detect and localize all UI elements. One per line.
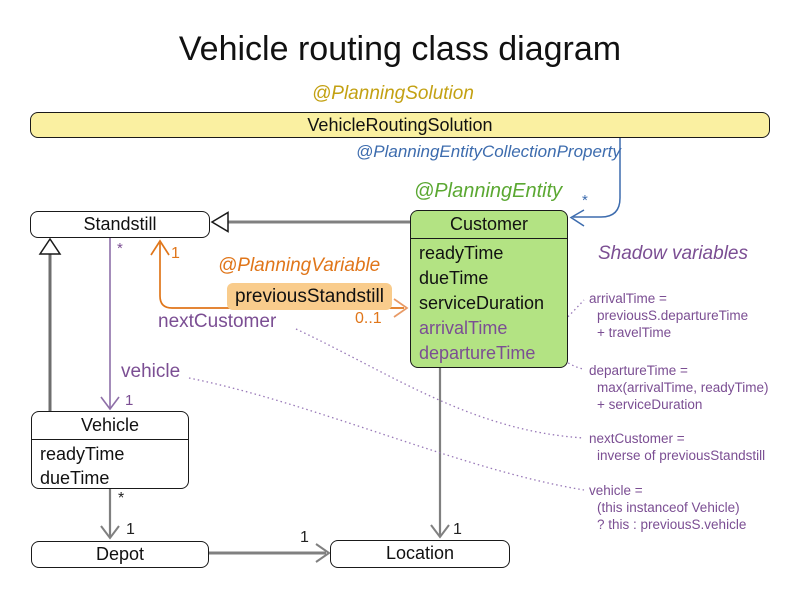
- arrival-time-note: arrivalTime = previousS.departureTime + …: [589, 290, 748, 341]
- class-name: Depot: [95, 544, 145, 564]
- class-depot: Depot: [31, 541, 209, 568]
- departure-time-note: departureTime = max(arrivalTime, readyTi…: [589, 362, 769, 413]
- multiplicity-vehicle-depot-star: *: [118, 490, 125, 507]
- note-head: arrivalTime =: [589, 291, 667, 306]
- class-name: Customer: [411, 211, 567, 239]
- class-location: Location: [330, 540, 510, 568]
- multiplicity-depot-location-one: 1: [300, 529, 309, 546]
- attribute: dueTime: [419, 268, 489, 288]
- diagram-title: Vehicle routing class diagram: [178, 30, 622, 68]
- shadow-variables-header: Shadow variables: [598, 243, 748, 264]
- shadow-attribute: departureTime: [419, 343, 536, 363]
- previous-standstill-label: previousStandstill: [227, 283, 392, 310]
- attribute: readyTime: [419, 243, 504, 263]
- multiplicity-vehicle-depot-one: 1: [126, 521, 135, 538]
- vehicle-leader: [188, 377, 585, 491]
- note-line: (this instanceof Vehicle): [597, 500, 740, 515]
- attribute: readyTime: [40, 444, 125, 464]
- shadow-attribute: arrivalTime: [419, 318, 508, 338]
- multiplicity-solution-customer: *: [582, 192, 588, 209]
- multiplicity-standstill-star: *: [117, 240, 123, 257]
- departure-time-leader: [555, 356, 585, 370]
- class-standstill: Standstill: [30, 211, 210, 238]
- depot-location-arrow: [209, 543, 331, 563]
- class-customer: Customer readyTime dueTime serviceDurati…: [410, 210, 568, 368]
- solution-to-customer-arrow: [569, 138, 621, 227]
- customer-attributes: readyTime dueTime serviceDuration arriva…: [411, 239, 567, 366]
- vehicle-standstill-generalization-arrow: [38, 237, 62, 411]
- vehicle-depot-arrow: [100, 489, 120, 540]
- class-vehicle-routing-solution: VehicleRoutingSolution: [30, 112, 770, 138]
- multiplicity-customer-location-one: 1: [453, 521, 462, 538]
- vehicle-label: vehicle: [121, 361, 181, 382]
- standstill-vehicle-association-line: [100, 238, 120, 411]
- note-line: ? this : previousS.vehicle: [597, 517, 747, 532]
- planning-entity-collection-property-annotation: @PlanningEntityCollectionProperty: [356, 142, 621, 161]
- note-line: inverse of previousStandstill: [597, 448, 766, 463]
- multiplicity-vehicle-one: 1: [125, 392, 134, 409]
- planning-variable-annotation: @PlanningVariable: [218, 255, 381, 276]
- next-customer-label: nextCustomer: [158, 311, 277, 332]
- note-line: + serviceDuration: [597, 397, 703, 412]
- class-vehicle: Vehicle readyTime dueTime: [31, 411, 189, 489]
- class-name: Vehicle: [32, 412, 188, 440]
- attribute: dueTime: [40, 468, 110, 488]
- note-head: departureTime =: [589, 363, 688, 378]
- vehicle-attributes: readyTime dueTime: [32, 440, 188, 490]
- note-line: previousS.departureTime: [597, 308, 749, 323]
- note-line: max(arrivalTime, readyTime): [597, 380, 769, 395]
- note-head: nextCustomer =: [589, 431, 685, 446]
- planning-solution-annotation: @PlanningSolution: [312, 83, 474, 104]
- customer-location-arrow: [430, 368, 450, 539]
- customer-standstill-generalization-arrow: [210, 211, 410, 233]
- class-name: VehicleRoutingSolution: [307, 115, 493, 135]
- previous-standstill-arrow: [150, 239, 409, 318]
- planning-entity-annotation: @PlanningEntity: [414, 180, 563, 202]
- vehicle-note: vehicle = (this instanceof Vehicle) ? th…: [589, 482, 746, 533]
- multiplicity-previous-standstill-zero-one: 0..1: [355, 310, 382, 327]
- note-head: vehicle =: [589, 483, 643, 498]
- class-name: Standstill: [83, 214, 157, 234]
- multiplicity-previous-standstill-one: 1: [171, 245, 180, 262]
- note-line: + travelTime: [597, 325, 672, 340]
- class-name: Location: [385, 543, 455, 563]
- next-customer-note: nextCustomer = inverse of previousStands…: [589, 430, 765, 464]
- next-customer-leader: [295, 328, 585, 439]
- attribute: serviceDuration: [419, 293, 545, 313]
